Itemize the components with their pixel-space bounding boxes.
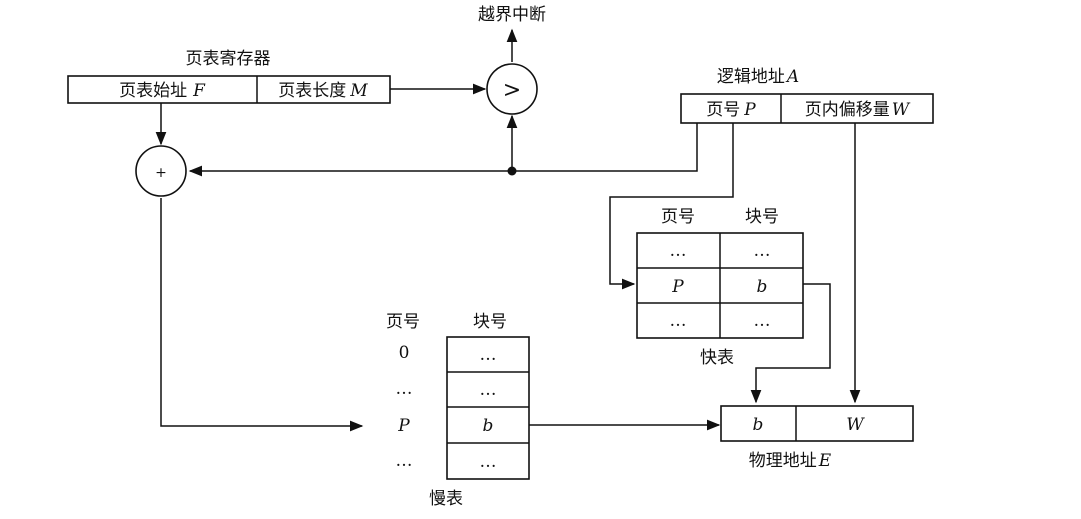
page-table-register-label: 页表寄存器 <box>186 49 271 69</box>
overflow-interrupt-label: 越界中断 <box>478 5 546 25</box>
fast-table-label: 快表 <box>700 348 734 368</box>
fast-table-cell: b <box>757 277 768 297</box>
fast-table-page-header: 页号 <box>661 207 695 227</box>
fast-table-block-header: 块号 <box>745 207 779 227</box>
slow-table-label: 慢表 <box>429 488 463 509</box>
slow-table-cell: … <box>480 452 497 472</box>
logical-address-box <box>680 93 934 124</box>
slow-table-page-label: … <box>396 379 413 399</box>
slow-table-cell: … <box>480 380 497 400</box>
adder-circle <box>135 145 187 197</box>
slow-table-cell: … <box>480 345 497 365</box>
fast-table-cell: … <box>670 241 687 261</box>
slow-table-block-header: 块号 <box>473 312 507 332</box>
fast-table-cell: … <box>670 311 687 331</box>
physical-address-box <box>720 405 914 442</box>
comparator-symbol: > <box>503 78 521 103</box>
slow-table-page-label: P <box>397 416 410 436</box>
physical-block-cell: b <box>753 415 764 435</box>
comparator-circle <box>486 63 538 115</box>
adder-to-slow-table-arrow <box>160 198 364 432</box>
fast-table-cell: P <box>671 277 684 297</box>
slow-table-page-header: 页号 <box>386 312 420 332</box>
slow-table-page-label: 0 <box>399 343 410 363</box>
page-number-to-adder-arrow <box>188 123 698 177</box>
slow-table-cell: b <box>483 416 494 436</box>
fast-table-to-physical-arrow <box>750 283 831 404</box>
slow-table <box>446 336 530 480</box>
page-number-to-fast-table-arrow <box>609 123 734 290</box>
physical-offset-cell: W <box>846 415 865 435</box>
fast-table-cell: … <box>754 241 771 261</box>
slow-table-page-label: … <box>396 451 413 471</box>
adder-symbol: + <box>155 165 167 181</box>
junction-dot <box>507 166 517 176</box>
fast-table-cell: … <box>754 311 771 331</box>
